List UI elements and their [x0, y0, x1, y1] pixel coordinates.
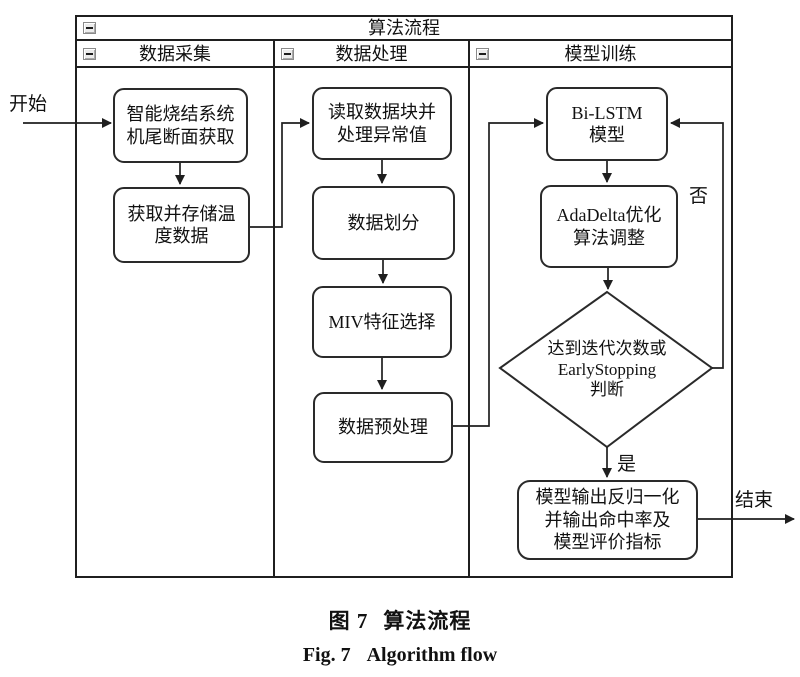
box-data-split: 数据划分: [312, 186, 455, 260]
lane-data-collection: 数据采集: [77, 41, 275, 576]
lane-header-data-collection: 数据采集: [77, 41, 273, 68]
caption-zh-prefix: 图 7: [328, 609, 369, 633]
caption-zh: 图 7 算法流程: [0, 605, 800, 635]
caption-en-title: Algorithm flow: [366, 644, 498, 666]
box-miv-feature-selection: MIV特征选择: [312, 286, 452, 358]
box-bilstm-model: Bi-LSTM 模型: [546, 87, 668, 161]
caption-en-prefix: Fig. 7: [302, 644, 351, 666]
end-label: 结束: [735, 490, 774, 511]
start-label: 开始: [9, 94, 48, 115]
box-store-temperature-data: 获取并存储温 度数据: [113, 187, 250, 263]
lane-data-processing: 数据处理: [275, 41, 470, 576]
flowchart-title-bar: 算法流程: [77, 17, 731, 41]
box-acquire-tail-section: 智能烧结系统 机尾断面获取: [113, 88, 248, 163]
lane-label: 模型训练: [564, 43, 637, 64]
caption-en: Fig. 7 Algorithm flow: [0, 644, 800, 667]
box-read-data-block: 读取数据块并 处理异常值: [312, 87, 452, 160]
collapse-minus-icon: [281, 47, 294, 60]
box-model-output-denormalize: 模型输出反归一化 并输出命中率及 模型评价指标: [517, 480, 698, 560]
no-branch-label: 否: [689, 186, 709, 207]
box-adadelta-optimization: AdaDelta优化 算法调整: [540, 185, 678, 268]
flowchart-frame: 算法流程 数据采集 数据处理 模型训练: [75, 15, 733, 578]
lane-header-model-training: 模型训练: [470, 41, 731, 68]
collapse-minus-icon: [476, 47, 489, 60]
flowchart-title: 算法流程: [368, 18, 440, 38]
lane-model-training: 模型训练: [470, 41, 731, 576]
collapse-minus-icon: [83, 47, 96, 60]
lane-header-data-processing: 数据处理: [275, 41, 468, 68]
collapse-minus-icon: [83, 22, 96, 34]
diamond-stopping-decision: 达到迭代次数或 EarlyStopping 判断: [547, 339, 667, 400]
swimlanes: 数据采集 数据处理 模型训练: [77, 41, 731, 576]
box-data-preprocessing: 数据预处理: [313, 392, 453, 463]
yes-branch-label: 是: [617, 454, 637, 475]
caption-zh-title: 算法流程: [383, 609, 472, 633]
lane-label: 数据处理: [335, 43, 408, 64]
lane-label: 数据采集: [139, 43, 211, 64]
